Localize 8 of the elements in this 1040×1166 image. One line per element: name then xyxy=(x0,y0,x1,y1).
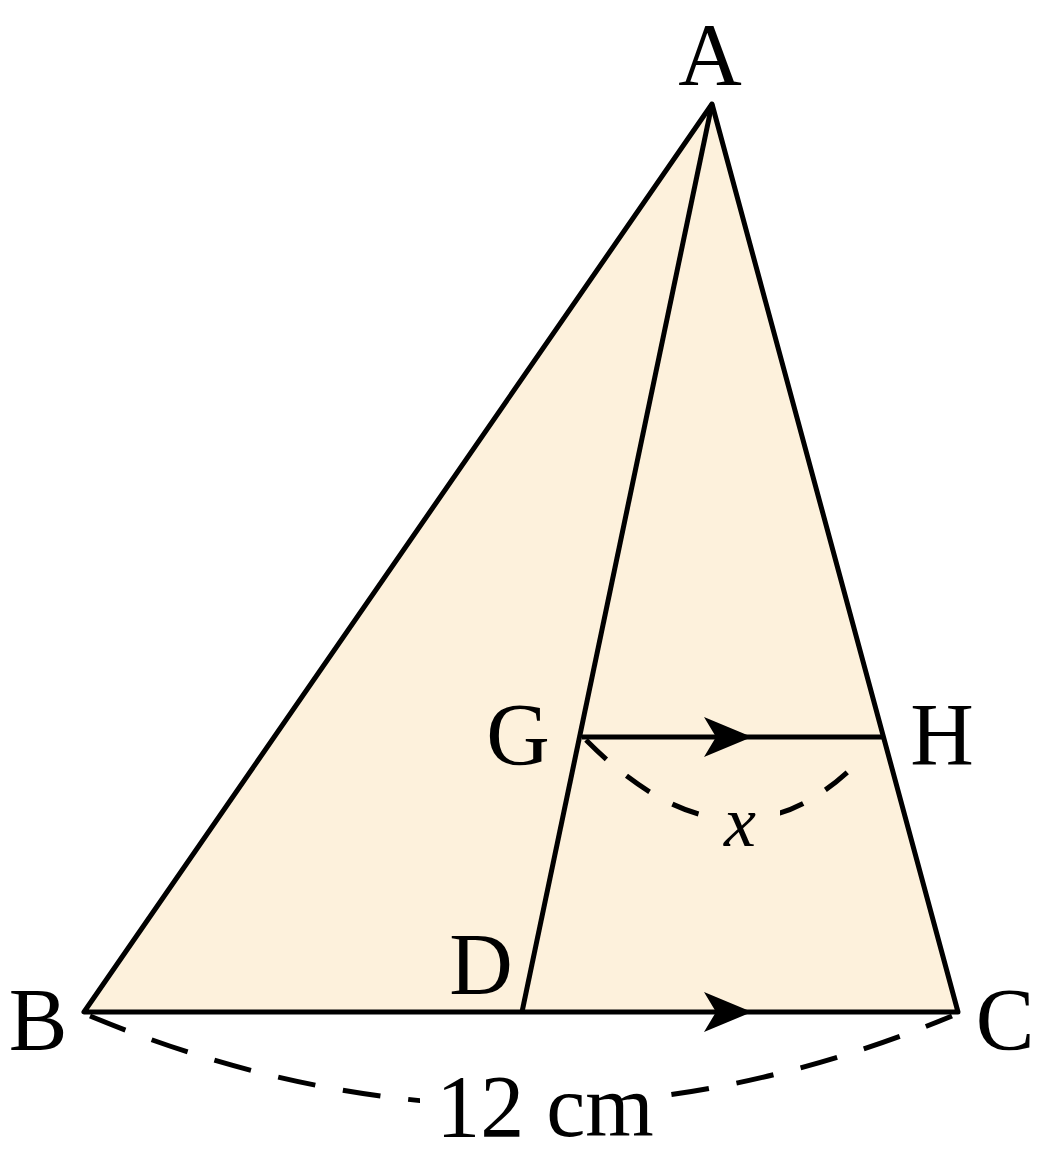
length-label: x xyxy=(724,786,756,858)
point-label: H xyxy=(910,691,974,779)
point-label: B xyxy=(8,976,68,1064)
point-label: A xyxy=(678,11,742,99)
point-label: C xyxy=(975,976,1035,1064)
length-label: 12 cm xyxy=(436,1063,654,1151)
point-label: D xyxy=(449,921,513,1009)
point-label: G xyxy=(486,691,550,779)
